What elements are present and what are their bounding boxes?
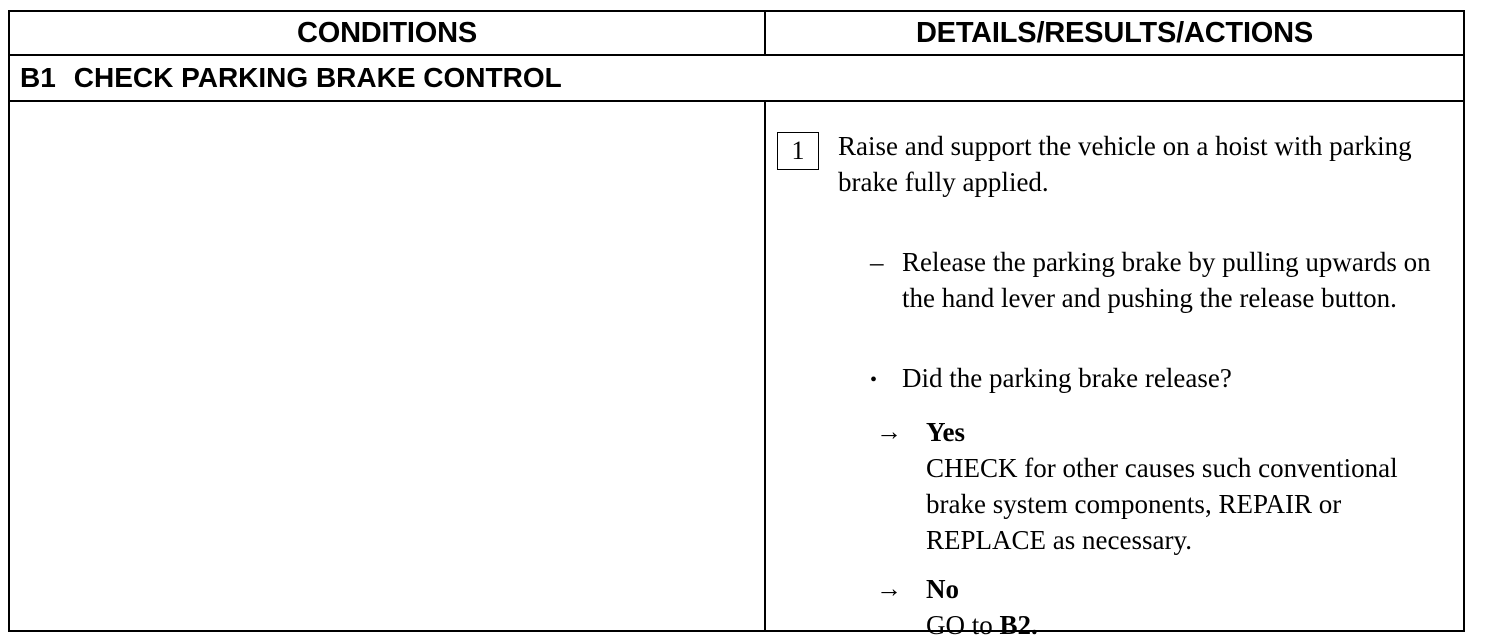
dash-marker: – — [870, 247, 884, 277]
diagnostic-table: CONDITIONS DETAILS/RESULTS/ACTIONS B1 CH… — [8, 10, 1465, 640]
section-title: CHECK PARKING BRAKE CONTROL — [73, 62, 562, 93]
no-branch: No GO to B2. — [926, 571, 1446, 643]
step-number-box: 1 — [777, 132, 819, 170]
arrow-right-icon: → — [876, 574, 902, 603]
sub-instruction: Release the parking brake by pulling upw… — [902, 247, 1431, 313]
arrow-right-icon: → — [876, 417, 902, 446]
yes-branch: Yes CHECK for other causes such conventi… — [926, 414, 1446, 558]
details-header: DETAILS/RESULTS/ACTIONS — [915, 16, 1314, 49]
details-cell: 1 Raise and support the vehicle on a hoi… — [766, 102, 1463, 640]
column-divider — [764, 102, 766, 632]
goto-b2-link: B2. — [999, 610, 1038, 640]
yes-action: CHECK for other causes such conventional… — [926, 453, 1398, 555]
yes-label: Yes — [926, 417, 965, 447]
conditions-header: CONDITIONS — [10, 12, 766, 54]
no-action-prefix: GO to — [926, 610, 1000, 640]
table-header: CONDITIONS DETAILS/RESULTS/ACTIONS — [10, 12, 1463, 56]
bullet-marker: • — [870, 369, 878, 391]
no-action: GO to B2. — [926, 607, 1446, 643]
section-row: B1 CHECK PARKING BRAKE CONTROL — [10, 56, 1463, 102]
step-instruction: Raise and support the vehicle on a hoist… — [838, 131, 1412, 197]
question-text: Did the parking brake release? — [902, 363, 1232, 393]
no-label: No — [926, 574, 959, 604]
section-id: B1 — [20, 62, 56, 93]
